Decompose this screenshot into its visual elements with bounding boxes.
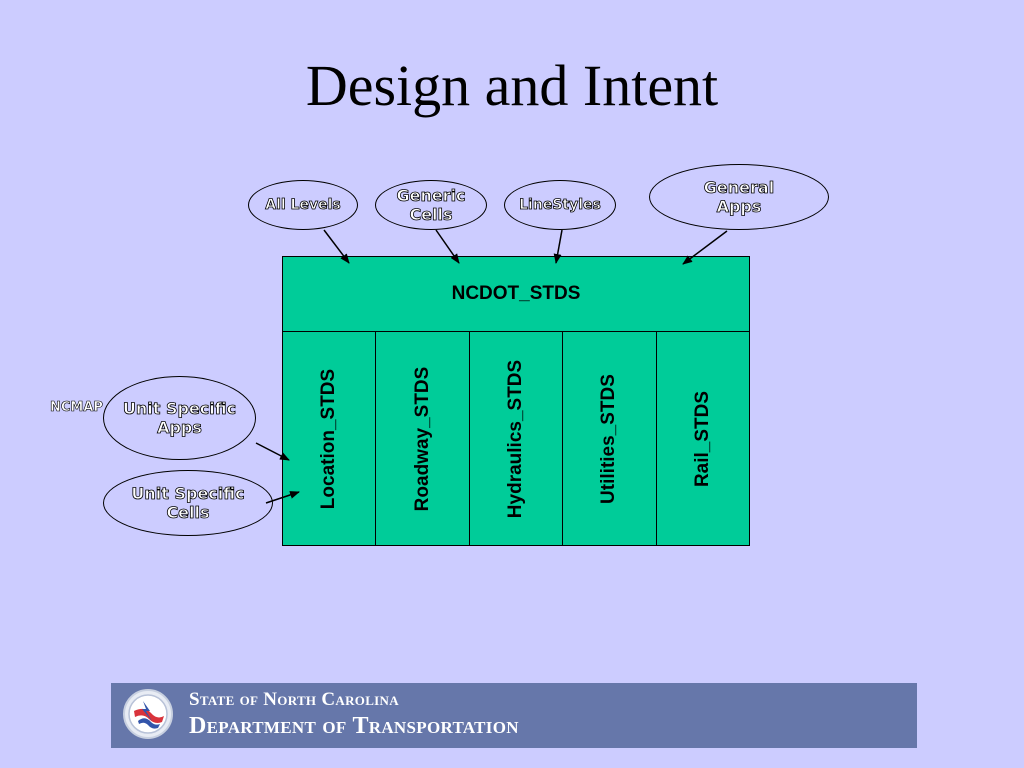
sub-standards-row: Location_STDS Roadway_STDS Hydraulics_ST… bbox=[282, 331, 751, 546]
footer-department-name: Department of Transportation bbox=[189, 713, 519, 739]
ncmap-label: NCMAP bbox=[50, 400, 104, 416]
arrow-unit-apps bbox=[255, 442, 290, 461]
oval-label: LineStyles bbox=[519, 196, 602, 213]
oval-unit-specific-cells: Unit Specific Cells bbox=[103, 470, 273, 536]
location-stds-box: Location_STDS bbox=[282, 331, 377, 546]
oval-linestyles: LineStyles bbox=[504, 180, 616, 230]
utilities-stds-box: Utilities_STDS bbox=[562, 331, 657, 546]
oval-all-levels: All Levels bbox=[248, 180, 358, 230]
rail-stds-box: Rail_STDS bbox=[655, 331, 751, 546]
oval-label: Unit Specific Apps bbox=[122, 398, 237, 437]
ncdot-stds-label: NCDOT_STDS bbox=[451, 283, 581, 304]
arrow-generic-cells bbox=[435, 229, 460, 264]
hydraulics-stds-box: Hydraulics_STDS bbox=[468, 331, 564, 546]
arrow-all-levels bbox=[323, 229, 350, 264]
footer-state-name: State of North Carolina bbox=[189, 689, 399, 710]
oval-general-apps: General Apps bbox=[649, 164, 829, 230]
arrow-linestyles bbox=[553, 229, 563, 264]
arrow-general-apps bbox=[682, 230, 728, 265]
oval-label: All Levels bbox=[265, 196, 341, 213]
footer-bar: State of North Carolina Department of Tr… bbox=[111, 683, 917, 748]
roadway-stds-box: Roadway_STDS bbox=[375, 331, 470, 546]
ncdot-seal-icon bbox=[123, 689, 173, 739]
oval-unit-specific-apps: Unit Specific Apps bbox=[103, 376, 256, 460]
oval-label: Generic Cells bbox=[396, 185, 466, 224]
slide-title: Design and Intent bbox=[305, 53, 719, 118]
oval-label: General Apps bbox=[703, 177, 775, 216]
arrow-unit-cells bbox=[265, 491, 300, 504]
oval-label: Unit Specific Cells bbox=[131, 483, 245, 522]
oval-generic-cells: Generic Cells bbox=[375, 180, 487, 230]
ncdot-stds-box: NCDOT_STDS bbox=[282, 256, 750, 332]
